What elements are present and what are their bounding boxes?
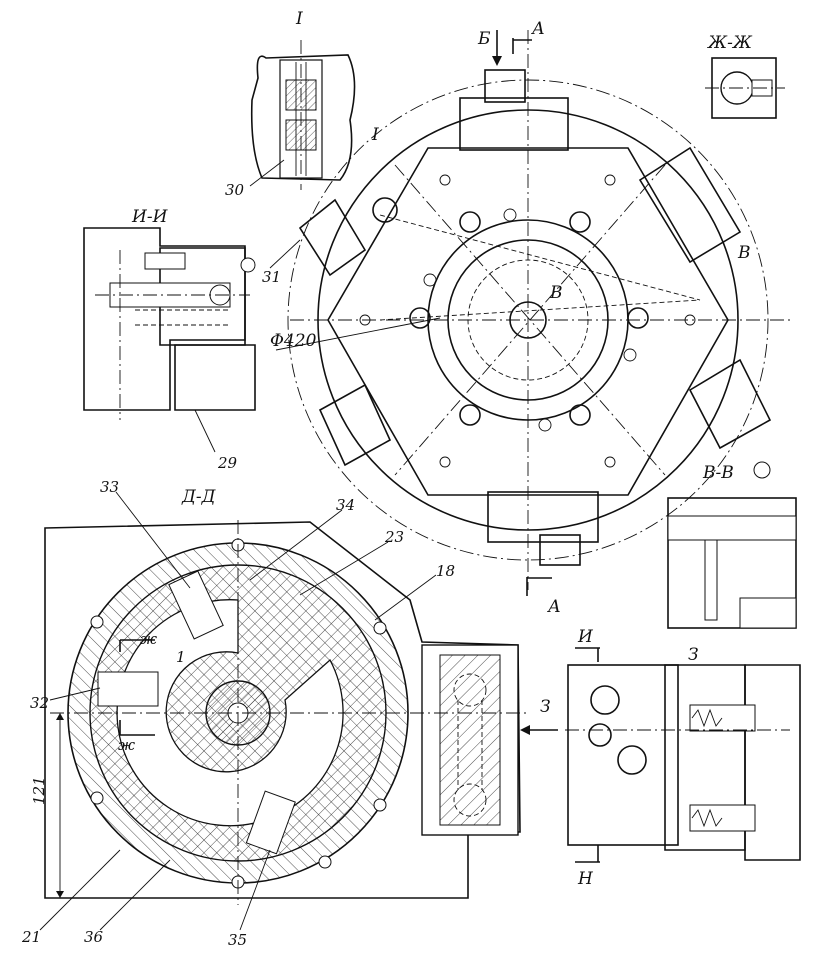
turret-main-view bbox=[275, 30, 790, 596]
part-number-36: 36 bbox=[84, 928, 104, 946]
diameter-dimension: Φ420 bbox=[270, 331, 317, 351]
part-number-32: 32 bbox=[30, 694, 49, 712]
arrow-I-top-label: И bbox=[577, 627, 594, 647]
section-II-title: И-И bbox=[131, 207, 169, 227]
labels: I I И-И Ж-Ж Д-Д В-В З Б А А В В ж ж З И … bbox=[21, 9, 753, 949]
view-Z-title: З bbox=[688, 645, 699, 665]
arrow-Z-main-label: З bbox=[540, 697, 551, 717]
view-Z-view bbox=[565, 647, 801, 863]
section-ZhZh-view bbox=[705, 57, 785, 119]
arrow-Zh-bottom-label: ж bbox=[118, 736, 135, 754]
height-dimension: 121 bbox=[30, 776, 48, 805]
part-number-31: 31 bbox=[262, 268, 281, 286]
part-number-18: 18 bbox=[436, 562, 455, 580]
arrow-A-top-label: А bbox=[531, 19, 545, 39]
detail-I-view bbox=[250, 40, 356, 190]
part-number-34: 34 bbox=[336, 496, 355, 514]
view-I-marker: I bbox=[371, 125, 379, 145]
arrow-I-bottom-label: Н bbox=[577, 869, 594, 889]
part-number-30: 30 bbox=[225, 181, 245, 199]
section-VV-view bbox=[667, 461, 797, 629]
section-ZhZh-title: Ж-Ж bbox=[707, 33, 753, 53]
leader-lines bbox=[39, 159, 437, 931]
arrow-A-bottom-label: А bbox=[547, 597, 561, 617]
part-number-29: 29 bbox=[217, 454, 238, 472]
part-number-33: 33 bbox=[100, 478, 119, 496]
detail-I-title: I bbox=[295, 9, 303, 29]
part-number-1: 1 bbox=[176, 648, 186, 666]
section-VV-title: В-В bbox=[702, 463, 734, 483]
arrow-B-label: Б bbox=[477, 29, 491, 49]
part-number-21: 21 bbox=[21, 928, 41, 946]
section-II-view bbox=[83, 227, 256, 420]
bolt-holes bbox=[359, 174, 696, 468]
section-DD-view bbox=[44, 520, 558, 905]
arrow-V-center-label: В bbox=[549, 283, 563, 303]
arrow-Zh-top-label: ж bbox=[140, 630, 157, 648]
part-number-23: 23 bbox=[384, 528, 404, 546]
part-number-35: 35 bbox=[228, 931, 247, 949]
section-DD-title: Д-Д bbox=[181, 487, 217, 507]
arrow-V-right-label: В bbox=[737, 243, 751, 263]
